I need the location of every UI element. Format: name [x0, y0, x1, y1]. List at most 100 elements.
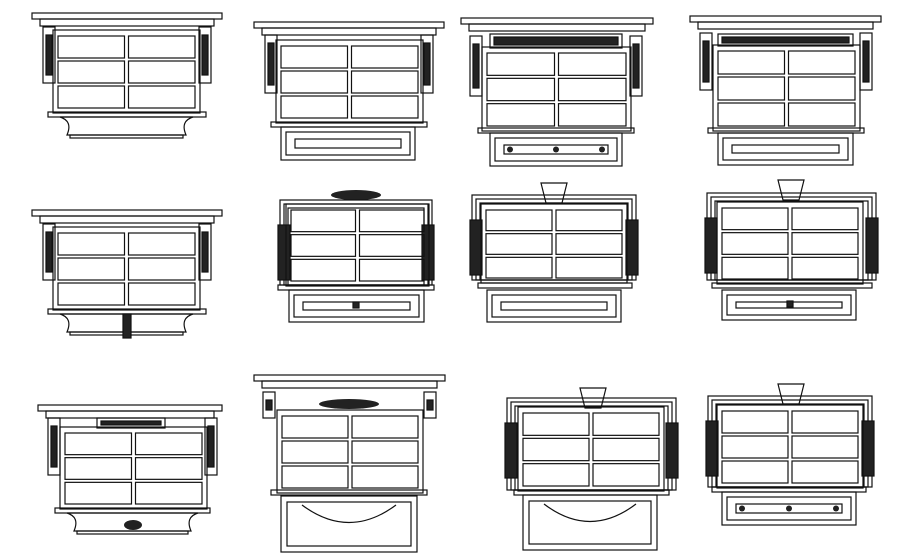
- side-pilaster: [704, 217, 718, 274]
- window-pane: [787, 76, 856, 101]
- window-pane: [281, 440, 349, 464]
- moulded-surround: [471, 194, 637, 281]
- window-pane: [791, 256, 859, 280]
- window-pane: [350, 95, 419, 119]
- window-frame: [480, 203, 628, 284]
- panel-inner: [286, 501, 412, 547]
- window-pane: [280, 70, 349, 94]
- ornament-band: [721, 36, 850, 44]
- apron: [59, 313, 194, 333]
- window-pane: [791, 410, 859, 434]
- window-pane: [791, 207, 859, 231]
- panel-inner: [503, 144, 609, 155]
- window-pane: [350, 45, 419, 69]
- window-pane: [281, 415, 349, 439]
- window-pane: [64, 481, 133, 505]
- handle-icon: [786, 300, 794, 308]
- window-pane: [592, 463, 660, 487]
- window-pane: [281, 465, 349, 489]
- window-frame: [517, 406, 665, 492]
- window-frame: [716, 201, 864, 285]
- window-elevation: [277, 190, 435, 323]
- corbel: [198, 223, 212, 281]
- panel-dot-icon: [739, 505, 745, 512]
- window-pane: [351, 440, 419, 464]
- cornice-top: [31, 12, 223, 20]
- moulded-surround: [506, 397, 677, 491]
- moulded-surround: [510, 401, 673, 491]
- window-pane: [522, 463, 590, 487]
- window-pane: [717, 76, 786, 101]
- ornament-band: [100, 420, 162, 426]
- cornice-top: [253, 374, 446, 382]
- ornament-frieze: [489, 33, 623, 49]
- corbel: [262, 391, 276, 419]
- window-pane: [350, 70, 419, 94]
- moulded-surround: [475, 198, 633, 281]
- window-pane: [290, 258, 357, 282]
- corbel: [42, 26, 56, 84]
- cornice-band: [261, 380, 438, 389]
- panel-outer: [280, 495, 418, 553]
- window-pane: [787, 50, 856, 75]
- window-pane: [721, 410, 789, 434]
- panel-mid: [726, 496, 852, 521]
- window-elevation: [31, 209, 223, 339]
- window-pane: [358, 234, 425, 257]
- window-pane: [57, 232, 126, 256]
- window-pane: [127, 35, 196, 59]
- window-elevation: [253, 21, 445, 161]
- window-frame: [716, 404, 864, 489]
- window-pane: [522, 437, 590, 462]
- panel-outer: [288, 289, 425, 323]
- window-pane: [280, 95, 349, 119]
- corbel: [420, 34, 434, 94]
- window-pane: [127, 60, 196, 84]
- moulded-surround: [715, 403, 865, 488]
- window-pane: [557, 52, 627, 76]
- corbel-inner: [201, 231, 209, 273]
- window-pane: [57, 60, 126, 84]
- panel-dot-icon: [599, 146, 605, 153]
- window-frame: [276, 409, 424, 494]
- cornice-top: [37, 404, 223, 412]
- garland-swag-icon: [301, 504, 397, 523]
- window-pane: [485, 256, 553, 279]
- window-pane: [64, 457, 133, 480]
- panel-outer: [721, 491, 857, 526]
- window-pane: [127, 257, 196, 281]
- panel-mid: [285, 131, 411, 156]
- window-sill: [711, 282, 873, 289]
- side-pilaster: [504, 422, 518, 479]
- window-pane: [57, 85, 126, 109]
- panel-dot-icon: [833, 505, 839, 512]
- corbel: [699, 32, 713, 91]
- window-pane: [522, 412, 590, 436]
- panel-inner: [735, 503, 843, 514]
- moulded-surround: [707, 395, 873, 488]
- panel-outer: [489, 132, 623, 167]
- panel-outer: [280, 126, 416, 161]
- side-pilaster: [665, 422, 679, 479]
- window-elevation: [504, 387, 679, 551]
- corbel: [42, 223, 56, 281]
- apron-base: [69, 134, 184, 139]
- window-pane: [557, 77, 627, 102]
- window-pane: [485, 209, 553, 232]
- window-pane: [290, 234, 357, 257]
- window-pane: [290, 209, 357, 233]
- panel-inner: [294, 138, 402, 149]
- corbel-inner: [267, 42, 275, 86]
- panel-inner: [528, 500, 652, 545]
- window-elevation: [31, 12, 223, 139]
- corbel: [204, 417, 218, 476]
- panel-mid: [293, 294, 420, 318]
- corbel-inner: [472, 43, 480, 89]
- window-frame: [52, 29, 201, 114]
- window-pane: [127, 232, 196, 256]
- window-pane: [358, 209, 425, 233]
- window-pane: [486, 52, 556, 76]
- panel-outer: [717, 132, 854, 166]
- window-pane: [592, 412, 660, 436]
- apron: [66, 512, 199, 532]
